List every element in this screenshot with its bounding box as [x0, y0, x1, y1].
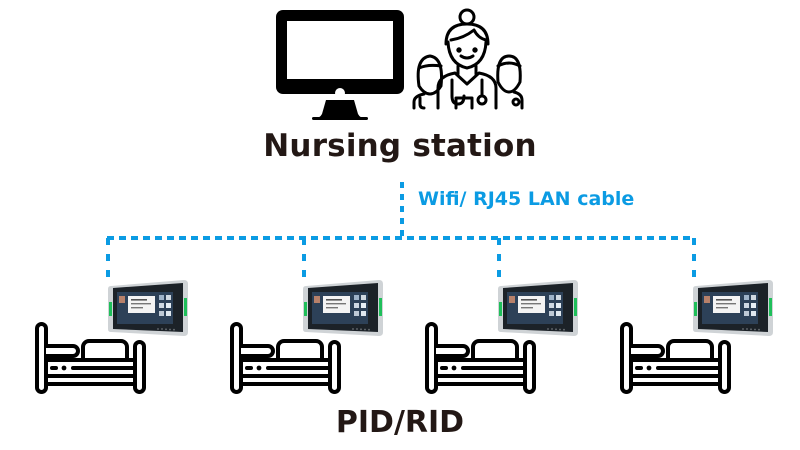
hospital-bed-icon: [425, 322, 536, 394]
room-2: [230, 280, 383, 394]
nursing-station-title: Nursing station: [263, 128, 537, 164]
room-3: [425, 280, 578, 394]
tablet-terminal-icon: [693, 280, 773, 336]
connection-label: Wifi/ RJ45 LAN cable: [418, 188, 635, 210]
hospital-bed-icon: [620, 322, 731, 394]
network-connection-lines: [106, 182, 696, 282]
medical-staff-icon: [412, 8, 524, 110]
tablet-terminal-icon: [498, 280, 578, 336]
room-1: [35, 280, 188, 394]
desktop-monitor-icon: [276, 10, 404, 120]
tablet-terminal-icon: [108, 280, 188, 336]
pid-rid-label: PID/RID: [335, 405, 465, 440]
hospital-bed-icon: [35, 322, 146, 394]
tablet-terminal-icon: [303, 280, 383, 336]
hospital-bed-icon: [230, 322, 341, 394]
room-4: [620, 280, 773, 394]
